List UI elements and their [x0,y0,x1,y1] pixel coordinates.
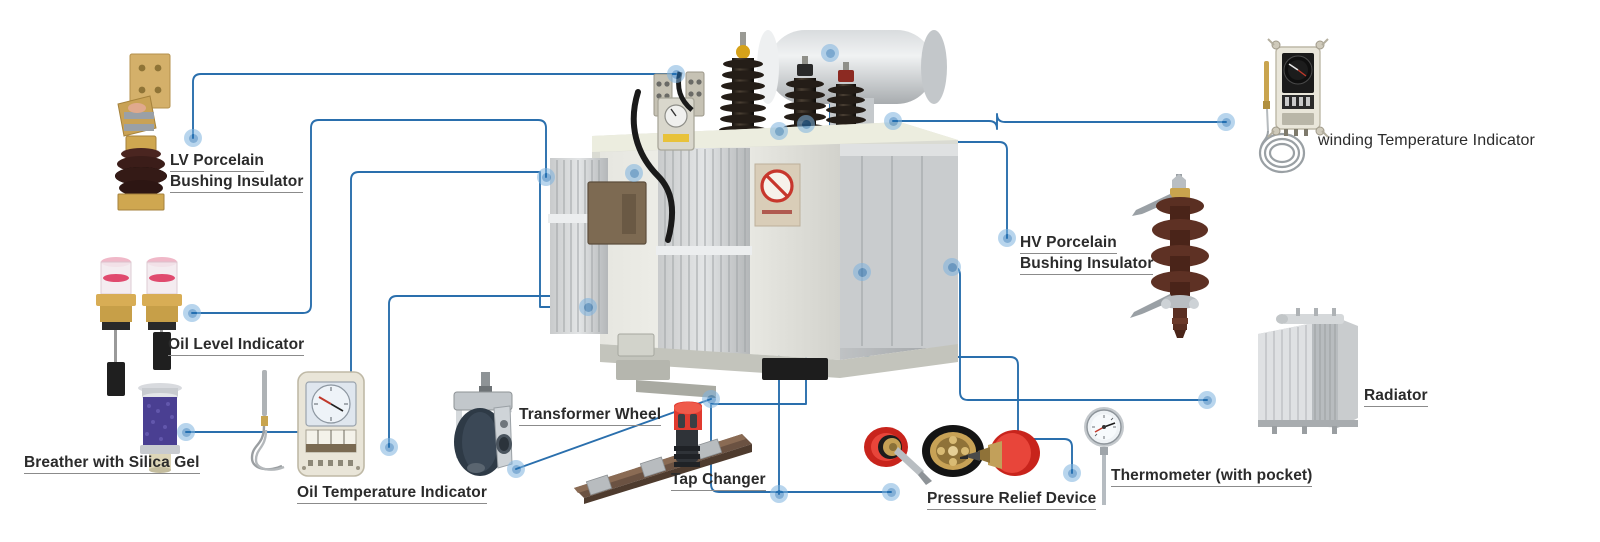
anchor-dot-lv-porcelain-bushing-insulator[interactable] [667,65,685,83]
callout-dot-core [187,308,197,318]
callout-dot-core [774,489,784,499]
callout-dot-core [671,69,681,79]
anchor-dot-thermometer-with-pocket[interactable] [853,263,871,281]
radiator-fins-mid [656,148,752,354]
winding-temperature-indicator-image [1244,35,1336,183]
callout-label-line: Radiator [1364,386,1428,407]
callout-dot-core [1002,233,1012,243]
callout-dot-lv-porcelain-bushing-insulator[interactable] [184,129,202,147]
callout-dot-core [825,48,835,58]
lv-porcelain-bushing-image [88,52,194,212]
radiator-image [1252,308,1364,438]
callout-label-transformer-wheel: Transformer Wheel [519,405,662,426]
pressure-relief-device-image [860,425,1048,495]
anchor-dot-oil-temperature-indicator[interactable] [625,164,643,182]
callout-label-line: Pressure Relief Device [927,489,1097,510]
callout-dot-core [181,427,191,437]
callout-dot-core [886,487,896,497]
prd-unit-right [960,430,1040,476]
callout-dot-core [384,442,394,452]
callout-dot-core [947,262,957,272]
callout-dot-core [1221,117,1231,127]
wire-winding-temperature-indicator [892,113,1227,130]
callout-label-line: Oil Level Indicator [168,335,305,356]
callout-dot-core [1202,395,1212,405]
anchor-dot-winding-temperature-indicator[interactable] [884,112,902,130]
anchor-dot-pressure-relief-device[interactable] [797,115,815,133]
callout-dot-core [706,394,716,404]
callout-label-tap-changer: Tap Changer [671,470,766,491]
radiator-fins-right [840,144,958,348]
callout-label-line: LV Porcelain [170,151,264,172]
callout-dot-core [511,464,521,474]
callout-label-line: Oil Temperature Indicator [297,483,487,504]
callout-label-line: Thermometer (with pocket) [1111,466,1313,487]
thermometer-with-pocket-image [1082,405,1126,507]
callout-dot-core [801,119,811,129]
oil-temp-gauge-body [297,371,365,477]
callout-label-thermometer-with-pocket: Thermometer (with pocket) [1111,466,1313,487]
callout-label-line: Bushing Insulator [1020,254,1154,275]
callout-dot-core [888,116,898,126]
callout-dot-core [629,168,639,178]
anchor-dot-tap-changer[interactable] [770,122,788,140]
anchor-dot-transformer-wheel[interactable] [702,390,720,408]
callout-label-breather-with-silica-gel: Breather with Silica Gel [24,453,200,474]
wire-lv-porcelain-bushing-insulator [192,73,677,139]
high-voltage-warning-sign [754,163,801,227]
hv-porcelain-bushing-image [1126,172,1238,340]
callout-dot-core [774,126,784,136]
callout-label-pressure-relief-device: Pressure Relief Device [927,489,1097,510]
callout-dot-core [188,133,198,143]
callout-label-line: winding Temperature Indicator [1318,132,1535,149]
callout-label-oil-temperature-indicator: Oil Temperature Indicator [297,483,487,504]
tap-changer-drive-head [674,401,702,467]
oil-level-gauge-left [96,257,136,396]
callout-label-line: Tap Changer [671,470,766,491]
callout-dot-pressure-relief-device[interactable] [882,483,900,501]
oil-level-gauge-right [142,257,182,370]
callout-label-oil-level-indicator: Oil Level Indicator [168,335,305,356]
callout-dot-thermometer-with-pocket[interactable] [1063,464,1081,482]
oil-temperature-indicator-image [248,368,380,488]
callout-dot-tap-changer[interactable] [770,485,788,503]
oil-level-indicator-image [88,252,194,402]
wire-breather-with-silica-gel [185,171,589,433]
prd-unit-left [864,427,932,485]
callout-label-line: Bushing Insulator [170,172,304,193]
anchor-dot-oil-level-indicator[interactable] [537,168,555,186]
control-gauge-box [657,97,695,151]
callout-label-line: HV Porcelain [1020,233,1117,254]
breather-silica-gel-image [128,382,192,474]
callout-dot-oil-level-indicator[interactable] [183,304,201,322]
anchor-dot-radiator[interactable] [943,258,961,276]
callout-dot-core [583,302,593,312]
anchor-dot-breather-with-silica-gel[interactable] [579,298,597,316]
wire-pressure-relief-device [710,123,892,493]
transformer-wheel-image [448,372,522,484]
callout-label-line: Breather with Silica Gel [24,453,200,474]
callout-label-radiator: Radiator [1364,386,1428,407]
callout-dot-oil-temperature-indicator[interactable] [380,438,398,456]
callout-dot-radiator[interactable] [1198,391,1216,409]
tap-changer-image [570,400,758,504]
callout-label-line: Transformer Wheel [519,405,662,426]
callout-dot-transformer-wheel[interactable] [507,460,525,478]
callout-label-winding-temperature-indicator: winding Temperature Indicator [1318,131,1535,151]
wire-oil-level-indicator [191,119,547,314]
callout-dot-core [541,172,551,182]
wti-body [1267,38,1329,138]
anchor-dot-hv-porcelain-bushing-insulator[interactable] [821,44,839,62]
callout-dot-hv-porcelain-bushing-insulator[interactable] [998,229,1016,247]
callout-dot-breather-with-silica-gel[interactable] [177,423,195,441]
callout-dot-core [1067,468,1077,478]
callout-dot-core [857,267,867,277]
callout-dot-winding-temperature-indicator[interactable] [1217,113,1235,131]
